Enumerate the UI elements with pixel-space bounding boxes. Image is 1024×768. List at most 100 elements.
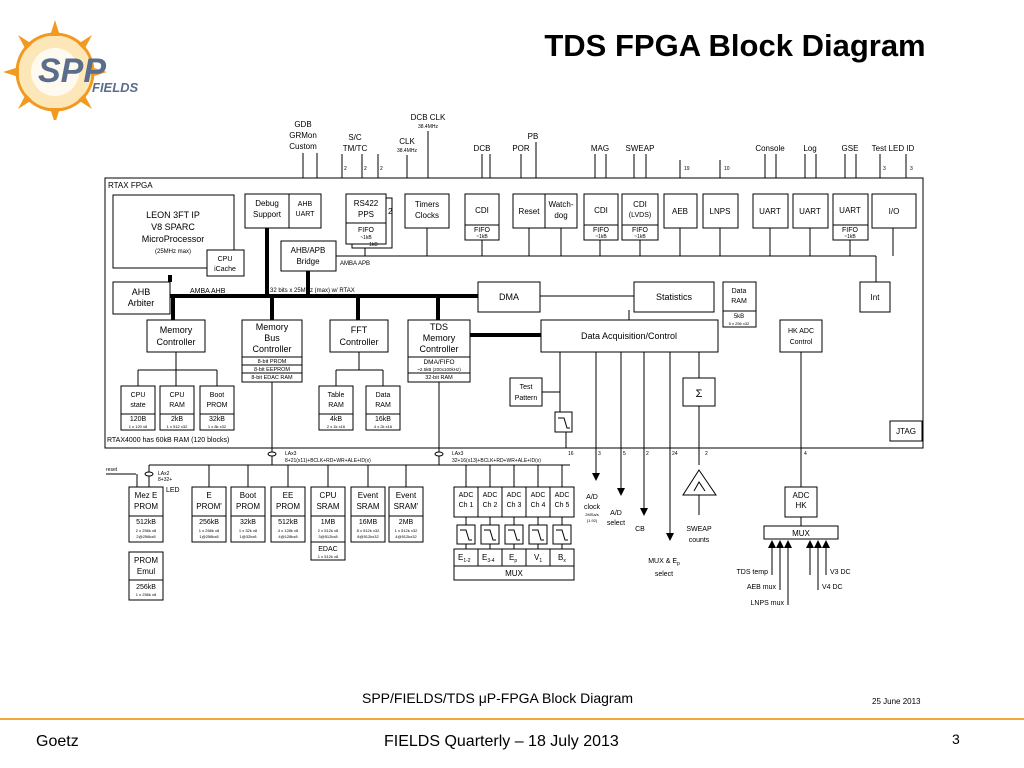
mez-eprom-org-1: 2 x 256k x8	[136, 528, 157, 533]
filter-icon	[554, 411, 573, 433]
tdsmem-line-3: Controller	[419, 344, 458, 354]
adc4-line-1: ADC	[531, 492, 546, 499]
filter-ch1-icon	[456, 524, 476, 545]
aeb-block	[663, 193, 698, 229]
mux-in-5-sub: x	[563, 558, 566, 564]
por-label: POR	[512, 144, 530, 153]
reset-signal: reset	[106, 467, 118, 473]
tdsmem-line-1: TDS	[430, 322, 448, 332]
edac-chip	[310, 541, 346, 561]
adc-mux-block	[453, 548, 575, 581]
cdi2-fifo: FIFO	[593, 227, 609, 234]
uart3-fifo-size: ~1kB	[844, 234, 856, 240]
debug-support-block	[244, 193, 290, 229]
cdi-lvds-block	[621, 193, 659, 241]
hk-in-aeb-mux: AEB mux	[747, 584, 777, 591]
eeprom-line-1: EE	[283, 491, 294, 500]
data-ram-line-2: RAM	[731, 298, 747, 305]
ahb-arbiter-block	[112, 281, 171, 315]
width-2a: 2	[344, 166, 347, 172]
hkadc-line-1: HK ADC	[788, 328, 814, 335]
ad-select-line-1: A/D	[610, 510, 622, 517]
console-label: Console	[755, 144, 785, 153]
dcbclk-freq: 38.4MHz	[418, 124, 439, 130]
fft-line-1: FFT	[351, 325, 368, 335]
cdi2-fifo-size: ~1kB	[595, 234, 607, 240]
cpu-ram-size: 2kB	[171, 416, 183, 423]
pb-label: PB	[528, 132, 539, 141]
sctm-label-1: S/C	[348, 133, 362, 142]
data-ram-fft-block	[365, 385, 401, 431]
cdi1-label: CDI	[475, 206, 489, 215]
width-2c: 2	[380, 166, 383, 172]
data-ram2-size: 16kB	[375, 416, 391, 423]
daq-label: Data Acquisition/Control	[581, 331, 677, 341]
memory-controller-block	[146, 319, 206, 353]
boot-prom-chip	[230, 486, 266, 543]
boot-prom-line-1: Boot	[210, 392, 224, 399]
cpu-state-org: 1 x 120 x8	[129, 424, 148, 429]
width-10: 10	[724, 166, 730, 172]
tdsmem-row-2: ~2.5kB (200x100kHz)	[417, 367, 461, 372]
hk-mux-block	[763, 525, 839, 540]
edac-label: EDAC	[318, 546, 337, 553]
sweap-counts-line-2: counts	[689, 537, 710, 544]
dcbclk-label: DCB CLK	[411, 113, 446, 122]
data-ram-org: 5 x 256 x32	[729, 321, 750, 326]
mux-in-1-base: E	[458, 553, 463, 562]
filter-ch3-icon	[504, 524, 524, 545]
mux-in-4-sub: 1	[539, 558, 542, 564]
mez-eprom-size: 512kB	[136, 519, 156, 526]
w5-label: 5	[623, 451, 626, 457]
arbiter-line-1: AHB	[132, 287, 151, 297]
boot-prom-org: 1 x 8k x32	[208, 424, 227, 429]
cdi1-fifo-size: ~1kB	[476, 234, 488, 240]
eprom-line-1: E	[206, 491, 211, 500]
mez-eprom-chip	[128, 486, 164, 543]
bootprom-org-1: 1 x 32k x8	[239, 528, 258, 533]
test-pattern-line-1: Test	[520, 384, 533, 391]
data-ram-line-1: Data	[732, 288, 747, 295]
table-ram-block	[318, 385, 354, 431]
adc-hk-line-2: HK	[795, 501, 807, 510]
eventsram2-org-2: 4@512kx32	[395, 534, 417, 539]
mux-ep-base: MUX & E	[648, 558, 677, 565]
membus-row-2: 8-bit EEPROM	[254, 367, 290, 373]
mez-eprom-line-1: Mez E	[135, 491, 158, 500]
eventsram-size: 16MB	[359, 519, 378, 526]
eventsram2-line-1: Event	[396, 491, 417, 500]
event-sram-chip	[350, 486, 386, 543]
gdb-label-2: GRMon	[289, 131, 317, 140]
mux-in-2-base: E	[482, 553, 487, 562]
adc-hk-line-1: ADC	[793, 491, 810, 500]
membus-line-1: Memory	[256, 322, 289, 332]
mez-eprom-org-2: 2@256kx8	[136, 534, 156, 539]
log-label: Log	[803, 144, 816, 153]
promemul-line-2: Emul	[137, 567, 155, 576]
leon-line-2: V8 SPARC	[151, 222, 195, 232]
table-ram-line-1: Table	[328, 392, 345, 399]
adc4-line-2: Ch 4	[531, 502, 546, 509]
dma-label: DMA	[499, 292, 519, 302]
aeb-label: AEB	[672, 207, 688, 216]
hk-in-v3dc: V3 DC	[830, 569, 851, 576]
cpu-state-line-2: state	[130, 402, 145, 409]
cdi3-fifo: FIFO	[632, 227, 648, 234]
logo-main-text: SPP	[38, 52, 106, 90]
leon-line-4: (25MHz max)	[155, 249, 191, 255]
cpusram-org-2: 3@512kx8	[318, 534, 338, 539]
cpu-state-block	[120, 385, 156, 431]
cpusram-size: 1MB	[321, 519, 336, 526]
clk-label: CLK	[399, 137, 415, 146]
watchdog-line-1: Watch-	[548, 200, 573, 209]
ahb-uart-line-1: AHB	[298, 201, 313, 208]
sctm-label-2: TM/TC	[343, 144, 368, 153]
cpusram-org-1: 2 x 512k x8	[318, 528, 339, 533]
membus-row-1: 8-bit PROM	[258, 359, 287, 365]
ahb-uart-block	[288, 193, 322, 229]
membus-line-3: Controller	[252, 344, 291, 354]
filter-ch4-icon	[528, 524, 548, 545]
promemul-size: 256kB	[136, 584, 156, 591]
tdsmem-line-2: Memory	[423, 333, 456, 343]
